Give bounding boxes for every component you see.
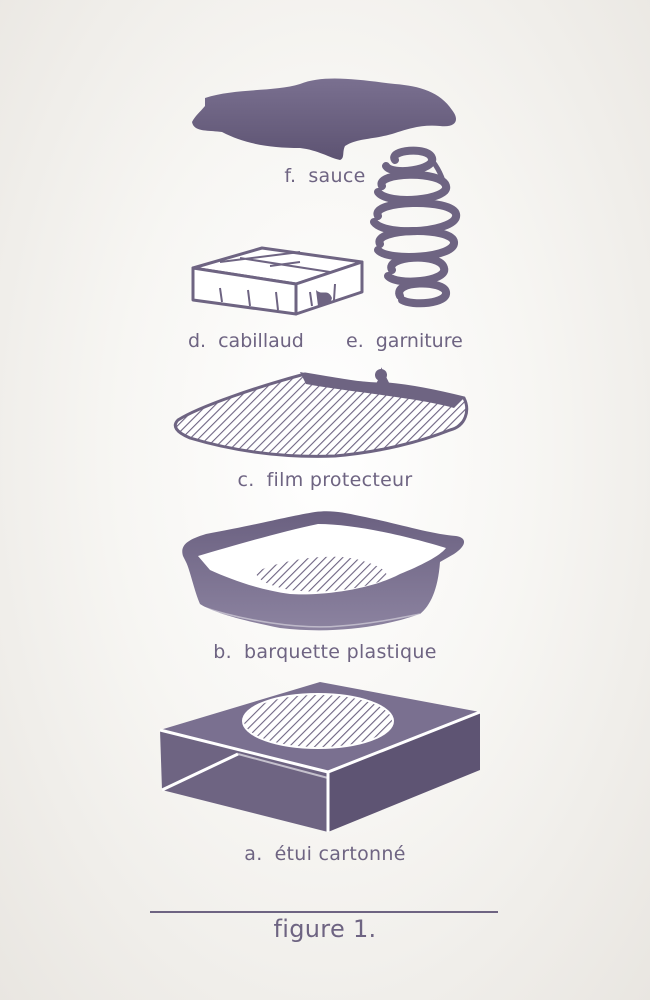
label-name-garniture: garniture <box>375 330 463 352</box>
label-barquette: b. barquette plastique <box>0 641 650 663</box>
film-protecteur <box>173 367 469 458</box>
label-letter-f: f. <box>284 165 297 187</box>
label-etui: a. étui cartonné <box>0 843 650 865</box>
cabillaud-block <box>191 246 364 316</box>
label-garniture: e. garniture <box>346 330 463 352</box>
label-film-protecteur: c. film protecteur <box>0 469 650 491</box>
sauce-layer <box>192 78 456 160</box>
label-cabillaud: d. cabillaud <box>188 330 304 352</box>
etui-cartonne <box>159 682 481 832</box>
label-name-cabillaud: cabillaud <box>218 330 304 352</box>
barquette-plastique <box>182 511 465 631</box>
figure-caption: figure 1. <box>273 915 377 943</box>
label-letter-a: a. <box>244 843 263 865</box>
label-name-barquette: barquette plastique <box>243 641 437 663</box>
label-letter-e: e. <box>346 330 364 352</box>
label-letter-b: b. <box>213 641 232 663</box>
label-letter-d: d. <box>188 330 207 352</box>
label-name-sauce: sauce <box>308 165 366 187</box>
garniture-spiral <box>370 146 460 308</box>
label-name-etui: étui cartonné <box>274 843 406 865</box>
label-sauce: f. sauce <box>0 165 650 187</box>
label-name-film: film protecteur <box>266 469 413 491</box>
caption-divider <box>150 911 498 913</box>
label-letter-c: c. <box>237 469 255 491</box>
